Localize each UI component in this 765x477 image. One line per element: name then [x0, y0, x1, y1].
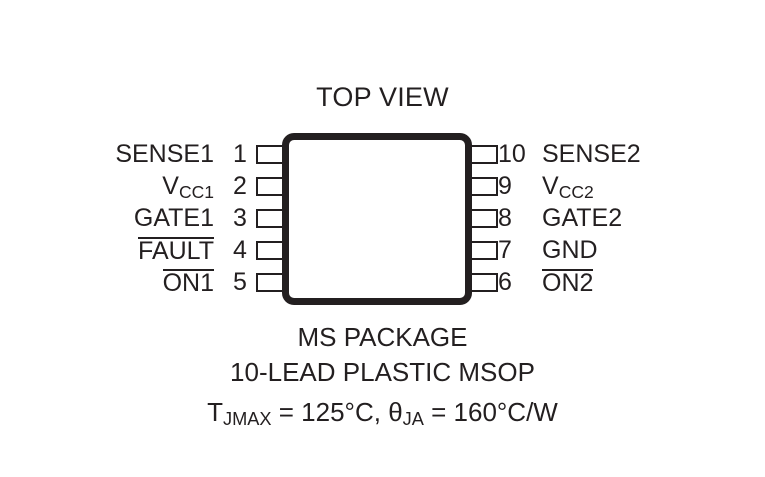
pin-name-vcc1-base: V [162, 172, 179, 200]
pin-stub-5 [256, 273, 284, 292]
pin-number-10: 10 [498, 140, 526, 168]
pin-name-fault: FAULT [138, 236, 214, 265]
tjmax-value: = 125°C, [271, 397, 389, 427]
pin-number-7: 7 [498, 236, 512, 264]
pin-name-vcc1: VCC1 [162, 172, 214, 202]
package-body-group [256, 133, 498, 305]
tjmax-subscript: JMAX [223, 409, 272, 429]
pin-number-5: 5 [233, 268, 247, 296]
pin-stub-6 [470, 273, 498, 292]
theta-ja-subscript: JA [402, 409, 424, 429]
pin-name-sense2: SENSE2 [542, 140, 641, 168]
pin-name-gate1: GATE1 [133, 204, 214, 232]
pin-name-gnd: GND [542, 236, 598, 264]
pin-name-vcc2-subscript: CC2 [558, 181, 594, 202]
pin-number-9: 9 [498, 172, 512, 200]
pin-number-8: 8 [498, 204, 512, 232]
pin-name-vcc2: VCC2 [542, 172, 594, 202]
pin-stub-7 [470, 241, 498, 260]
thermal-spec-caption: TJMAX = 125°C, θJA = 160°C/W [0, 397, 765, 429]
pin-name-on1: ON1 [162, 268, 215, 297]
theta-ja-symbol: θ [388, 397, 403, 427]
package-name-caption: MS PACKAGE [297, 322, 468, 352]
pin-stub-10 [470, 145, 498, 164]
diagram-title: TOP VIEW [316, 82, 449, 112]
pin-label-row: 9 VCC2 [498, 172, 594, 202]
pin-stub-1 [256, 145, 284, 164]
pin-number-3: 3 [233, 204, 247, 232]
pin-label-row: FAULT 4 [138, 236, 256, 264]
pin-name-vcc2-base: V [542, 172, 559, 200]
pin-label-row: ON1 5 [162, 268, 256, 296]
pin-name-gate2: GATE2 [542, 204, 623, 232]
pin-stub-2 [256, 177, 284, 196]
pin-number-4: 4 [233, 236, 247, 264]
pin-label-row: VCC1 2 [162, 172, 256, 202]
theta-ja-value: = 160°C/W [423, 397, 558, 427]
pin-label-row: 6 ON2 [498, 268, 594, 296]
pin-stub-8 [470, 209, 498, 228]
tjmax-symbol: T [207, 397, 224, 427]
pin-name-sense1: SENSE1 [115, 140, 214, 168]
pin-stub-4 [256, 241, 284, 260]
pin-label-row: SENSE1 1 [115, 140, 256, 168]
pin-stub-3 [256, 209, 284, 228]
pin-number-2: 2 [233, 172, 247, 200]
pin-name-vcc1-subscript: CC1 [178, 181, 214, 202]
pin-number-1: 1 [233, 140, 247, 168]
pin-name-on2: ON2 [542, 268, 594, 297]
pin-number-6: 6 [498, 268, 512, 296]
package-description-caption: 10-LEAD PLASTIC MSOP [230, 357, 535, 387]
pin-label-row: GATE1 3 [133, 204, 256, 232]
pin-stub-9 [470, 177, 498, 196]
pin-label-row: 7 GND [498, 236, 598, 264]
package-outline [282, 133, 472, 305]
pin-label-row: 10 SENSE2 [498, 140, 641, 168]
pin-label-row: 8 GATE2 [498, 204, 623, 232]
